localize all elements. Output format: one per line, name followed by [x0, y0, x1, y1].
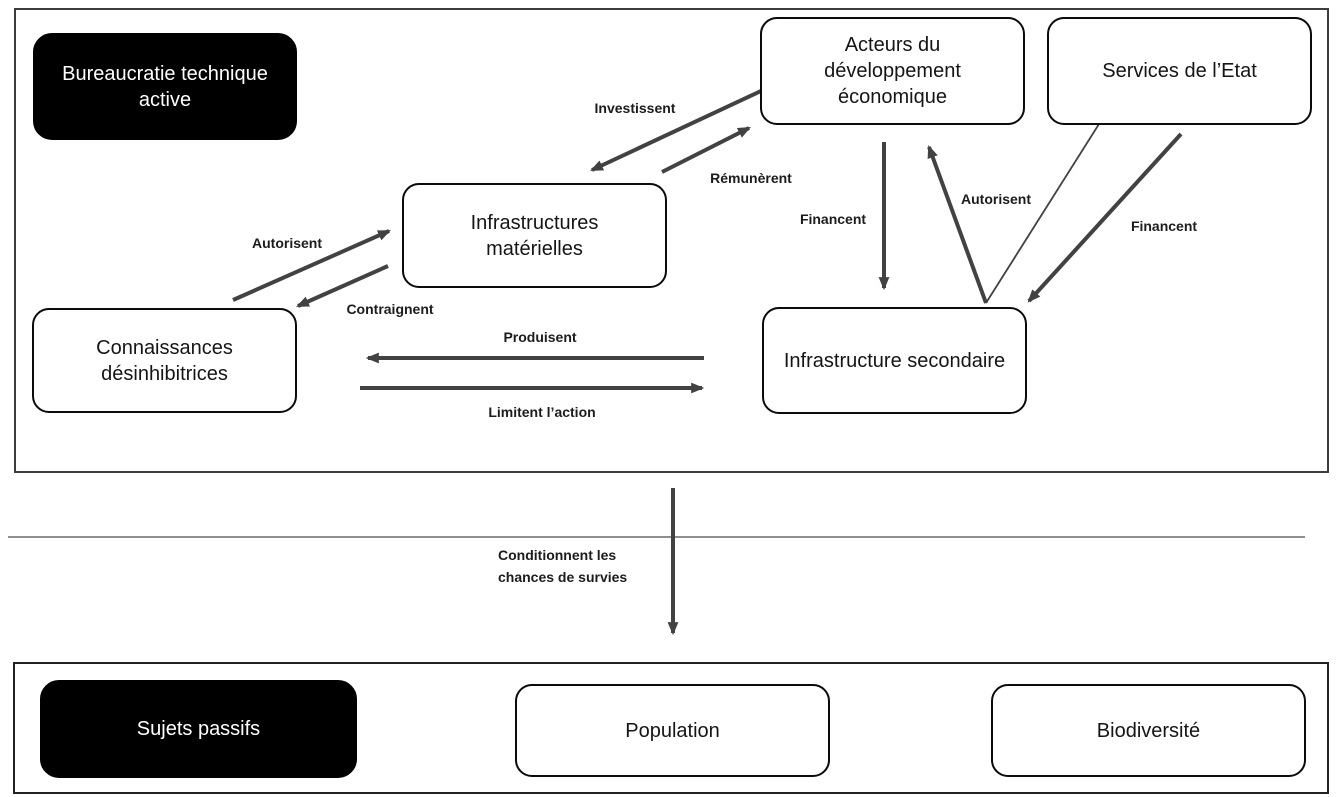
legend-bureaucratie-box: Bureaucratie technique active — [33, 33, 297, 140]
legend-sujets-passifs-label: Sujets passifs — [136, 718, 261, 740]
edge-label-remunerent: Rémunèrent — [710, 170, 792, 186]
node-connaissances-label: Connaissances désinhibitrices — [96, 336, 233, 385]
node-acteurs-developpement: Acteurs du développement économique — [760, 17, 1025, 125]
legend-bureaucratie-label: Bureaucratie technique active — [62, 62, 268, 111]
edge-label-limitent: Limitent l’action — [488, 404, 596, 420]
edge-label-financent-right: Financent — [1130, 218, 1198, 234]
node-biodiversite-label: Biodiversité — [1096, 719, 1201, 742]
node-connaissances: Connaissances désinhibitrices — [32, 308, 297, 413]
edge-label-produisent: Produisent — [503, 329, 577, 345]
node-population-label: Population — [625, 719, 720, 742]
edge-label-conditionnent: Conditionnent les chances de survies — [498, 544, 627, 588]
edge-label-contraignent: Contraignent — [346, 301, 434, 317]
edge-label-financent-center: Financent — [799, 211, 867, 227]
edge-label-autorisent-right: Autorisent — [961, 191, 1031, 207]
node-acteurs-label: Acteurs du développement économique — [824, 34, 961, 108]
legend-sujets-passifs-box: Sujets passifs — [40, 680, 357, 778]
node-infrastructures-materielles: Infrastructures matérielles — [402, 183, 667, 288]
node-services-etat: Services de l’Etat — [1047, 17, 1312, 125]
edge-label-conditionnent-line2: chances de survies — [498, 569, 628, 585]
section-divider-line — [8, 536, 1305, 538]
node-biodiversite: Biodiversité — [991, 684, 1306, 777]
edge-label-autorisent-left: Autorisent — [252, 235, 322, 251]
node-infrastructures-materielles-label: Infrastructures matérielles — [470, 211, 599, 260]
edge-label-investissent: Investissent — [594, 100, 676, 116]
node-infrastructure-secondaire-label: Infrastructure secondaire — [783, 349, 1006, 372]
node-infrastructure-secondaire: Infrastructure secondaire — [762, 307, 1027, 414]
edge-label-conditionnent-line1: Conditionnent les — [498, 547, 617, 563]
node-population: Population — [515, 684, 830, 777]
node-services-label: Services de l’Etat — [1102, 60, 1257, 82]
